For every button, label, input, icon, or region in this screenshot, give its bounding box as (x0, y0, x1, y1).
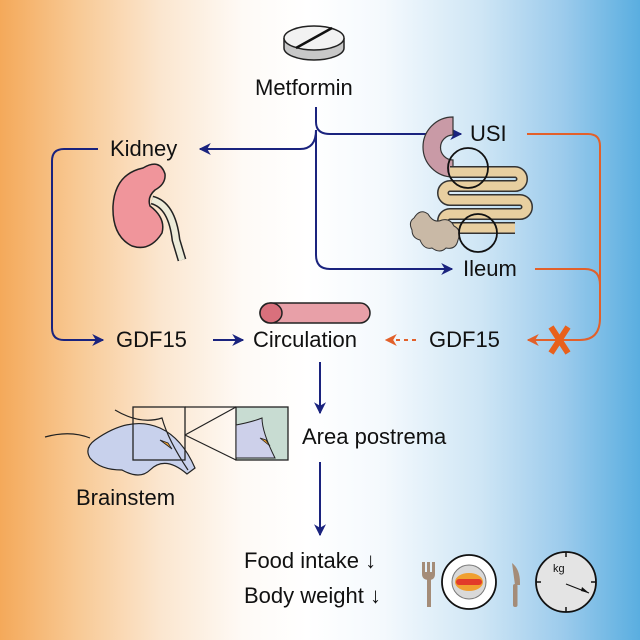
node-brainstem: Brainstem (76, 485, 176, 510)
arrow-usi-out (526, 133, 601, 346)
block-x-icon (548, 325, 571, 355)
node-usi: USI (470, 121, 507, 146)
scale-unit-label: kg (553, 563, 565, 575)
node-ileum: Ileum (463, 256, 517, 281)
scale-icon (535, 551, 597, 613)
node-area-postrema: Area postrema (302, 424, 447, 449)
arrow-kidney-to-gdf15 (51, 148, 105, 346)
node-gdf15-kidney: GDF15 (116, 327, 187, 352)
outcome-food-intake: Food intake ↓ (244, 548, 377, 573)
intestine-icon (409, 116, 533, 253)
fork-icon (422, 562, 435, 607)
kidney-icon (112, 163, 187, 262)
arrow-ileum-out (535, 268, 601, 286)
node-kidney: Kidney (110, 136, 178, 161)
pill-icon (283, 25, 345, 61)
node-gdf15-gut: GDF15 (429, 327, 500, 352)
brainstem-icon (44, 406, 289, 476)
knife-icon (512, 563, 520, 607)
metformin-arrows (51, 107, 463, 537)
plate-icon (441, 554, 497, 610)
arrow-to-ileum (315, 130, 454, 275)
arrow-to-kidney (198, 129, 317, 155)
blood-vessel-icon (259, 302, 371, 324)
gut-arrows (384, 133, 601, 346)
outcome-body-weight: Body weight ↓ (244, 583, 381, 608)
node-circulation: Circulation (253, 327, 357, 352)
arrow-to-usi (315, 107, 463, 140)
node-metformin: Metformin (255, 75, 353, 100)
